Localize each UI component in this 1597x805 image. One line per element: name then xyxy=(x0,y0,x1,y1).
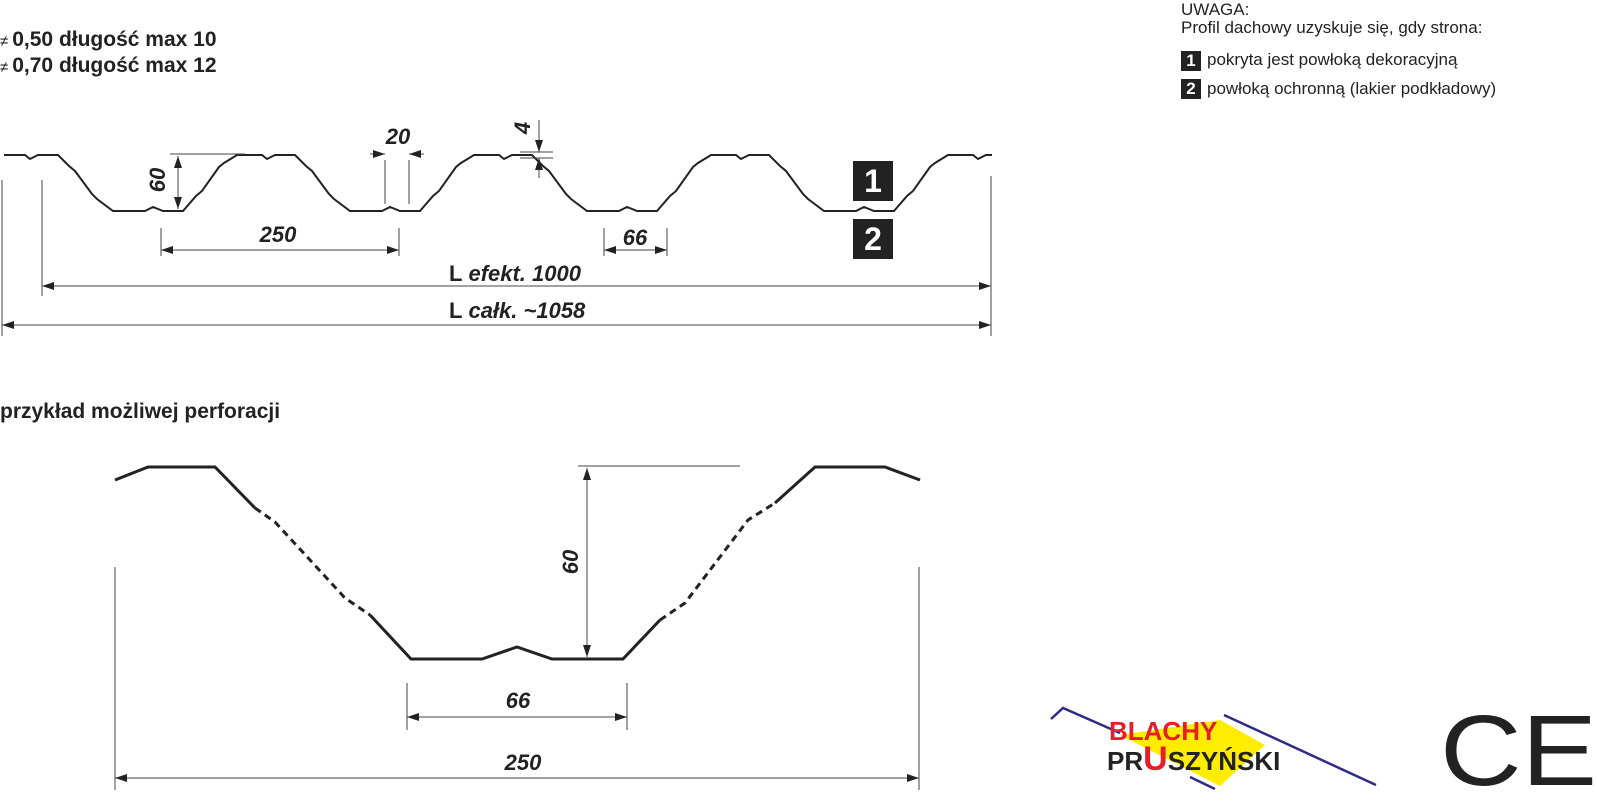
perforation-title: przykład możliwej perforacji xyxy=(0,400,281,423)
notch-width-label: 20 xyxy=(385,124,411,149)
perforation-height-label: 60 xyxy=(558,549,583,574)
not-equal-symbol: ≠ xyxy=(0,33,9,50)
side-label-1: 1 xyxy=(853,161,893,201)
perforation-profile xyxy=(114,465,921,661)
perforation-trough-label: 66 xyxy=(506,688,531,713)
note-text: 0,70 długość max 12 xyxy=(12,54,217,77)
perforation-pitch-label: 250 xyxy=(504,750,542,775)
legend-title: UWAGA: xyxy=(1181,0,1250,19)
top-dimensions xyxy=(1,120,992,336)
note-line: ≠0,70 długość max 12 xyxy=(0,54,217,80)
thickness-notes: ≠0,50 długość max 10 ≠0,70 długość max 1… xyxy=(0,28,217,80)
company-logo: BLACHY PRUSZYŃSKI xyxy=(1050,706,1377,791)
notch-depth-label: 4 xyxy=(510,122,535,135)
legend-text: pokryta jest powłoką dekoracyjną xyxy=(1207,50,1458,69)
svg-text:BLACHY: BLACHY xyxy=(1109,716,1217,746)
legend-text: powłoką ochronną (lakier podkładowy) xyxy=(1207,78,1497,98)
legend-item: 2 powłoką ochronną (lakier podkładowy) xyxy=(1181,79,1496,100)
top-profile-line xyxy=(4,154,992,212)
trough-width-label: 66 xyxy=(623,225,648,250)
side-label-2: 2 xyxy=(853,219,893,259)
legend-badge: 1 xyxy=(1181,50,1201,71)
height-label: 60 xyxy=(145,167,170,192)
note-line: ≠0,50 długość max 10 xyxy=(0,28,217,54)
legend-subtitle: Profil dachowy uzyskuje się, gdy strona: xyxy=(1181,18,1483,37)
perforation-dimensions xyxy=(114,465,920,790)
legend: UWAGA: Profil dachowy uzyskuje się, gdy … xyxy=(1181,0,1496,100)
pitch-label: 250 xyxy=(259,222,297,247)
svg-text:PRUSZYŃSKI: PRUSZYŃSKI xyxy=(1107,740,1280,778)
legend-badge: 2 xyxy=(1181,79,1201,100)
ce-mark: CE xyxy=(1440,695,1597,805)
not-equal-symbol: ≠ xyxy=(0,59,9,76)
note-text: 0,50 długość max 10 xyxy=(12,28,217,51)
legend-item: 1 pokryta jest powłoką dekoracyjną xyxy=(1181,50,1496,71)
